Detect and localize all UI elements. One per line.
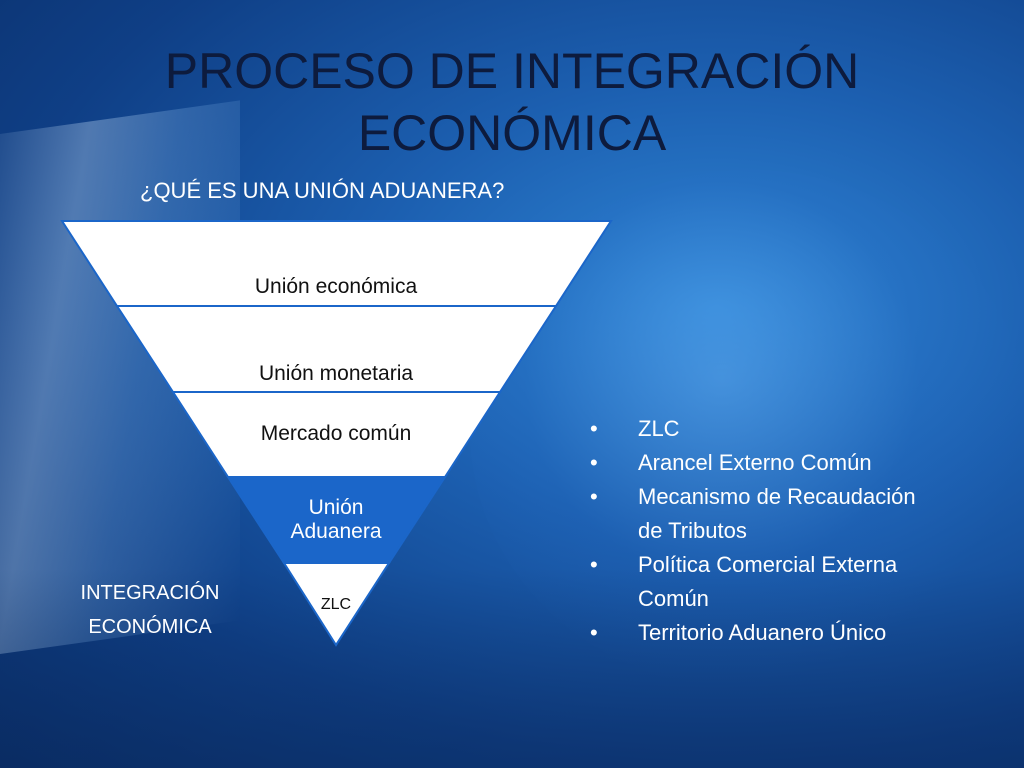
slide-subtitle: ¿QUÉ ES UNA UNIÓN ADUANERA? (140, 178, 505, 203)
list-item: • Arancel Externo Común (590, 446, 1000, 480)
layer-label-union-aduanera-line2: Aduanera (290, 520, 382, 543)
customs-union-features-list: • ZLC • Arancel Externo Común • Mecanism… (590, 412, 1000, 650)
layer-label-mercado-comun: Mercado común (260, 422, 412, 445)
layer-label-union-aduanera-line1: Unión (308, 496, 364, 519)
bullet-marker: • (590, 450, 598, 475)
layer-label-union-economica: Unión económica (254, 275, 418, 298)
list-item-text: Mecanismo de Recaudación (638, 484, 916, 509)
list-item-text-cont: Común (638, 586, 709, 611)
list-item-text: Política Comercial Externa (638, 552, 898, 577)
list-item-text-cont: de Tributos (638, 518, 747, 543)
list-item-text: Arancel Externo Común (638, 450, 872, 475)
list-item: • Política Comercial Externa Común (590, 548, 1000, 616)
layer-label-zlc: ZLC (320, 596, 352, 613)
slide-title: PROCESO DE INTEGRACIÓN ECONÓMICA (0, 40, 1024, 164)
list-item-text: Territorio Aduanero Único (638, 620, 887, 645)
list-item-text: ZLC (638, 416, 680, 441)
layer-label-union-aduanera: Unión Aduanera (186, 496, 486, 544)
bullet-marker: • (590, 620, 598, 645)
layer-label-union-monetaria: Unión monetaria (258, 362, 414, 385)
title-line-2: ECONÓMICA (357, 105, 667, 161)
side-label-line2: ECONÓMICA (88, 616, 212, 638)
bullet-marker: • (590, 416, 598, 441)
bullet-marker: • (590, 484, 598, 509)
bullet-marker: • (590, 552, 598, 577)
list-item: • Mecanismo de Recaudación de Tributos (590, 480, 1000, 548)
background-building (0, 568, 1024, 768)
title-line-1: PROCESO DE INTEGRACIÓN (164, 43, 860, 99)
list-item: • Territorio Aduanero Único (590, 616, 1000, 650)
pyramid-layer-zlc (282, 562, 391, 647)
integration-side-label: INTEGRACIÓN ECONÓMICA (60, 576, 240, 644)
side-label-line1: INTEGRACIÓN (80, 582, 220, 604)
list-item: • ZLC (590, 412, 1000, 446)
